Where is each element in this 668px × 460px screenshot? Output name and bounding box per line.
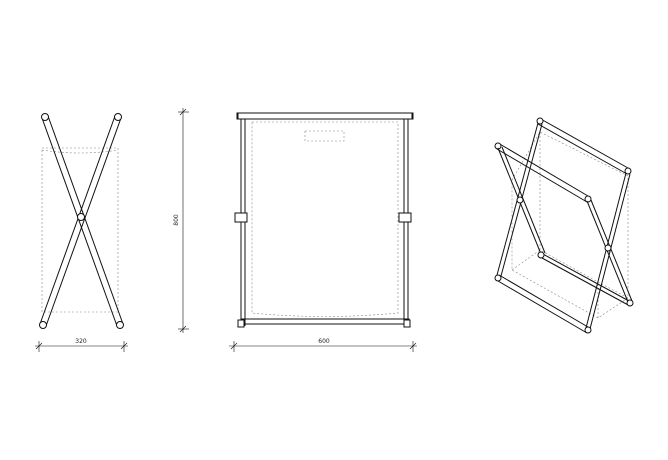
dimension-label-height: 800: [173, 214, 180, 226]
front-view-bag-outline: [251, 121, 399, 317]
front-view-bottom-rail: [240, 318, 410, 325]
front-view-left-post: [234, 119, 248, 328]
side-view-leg-right: [39, 113, 122, 329]
bag-handle-cutout: [304, 130, 345, 142]
front-view: 600: [229, 112, 417, 352]
isometric-back-bottom-rail: [537, 251, 634, 307]
side-view-bag-outline: [41, 147, 119, 313]
dimension-width-front: 600: [229, 338, 417, 352]
dimension-label-width-side: 320: [75, 338, 87, 345]
side-view: 320: [35, 113, 128, 352]
dimension-height: 800: [173, 108, 189, 333]
front-view-top-rail: [236, 112, 414, 120]
pivot-joint: [77, 213, 85, 221]
isometric-pivot-left: [516, 196, 524, 204]
dimension-width-side: 320: [35, 338, 128, 352]
side-view-leg-left: [41, 113, 124, 329]
isometric-front-bottom-rail: [494, 274, 592, 334]
isometric-view: [494, 117, 634, 334]
isometric-front-top-rail: [494, 142, 592, 203]
isometric-leg-front-right: [586, 199, 633, 303]
dimension-label-width-front: 600: [318, 338, 330, 345]
isometric-back-top-rail: [536, 117, 632, 175]
isometric-pivot-right: [604, 244, 612, 252]
front-view-right-post: [398, 119, 412, 328]
